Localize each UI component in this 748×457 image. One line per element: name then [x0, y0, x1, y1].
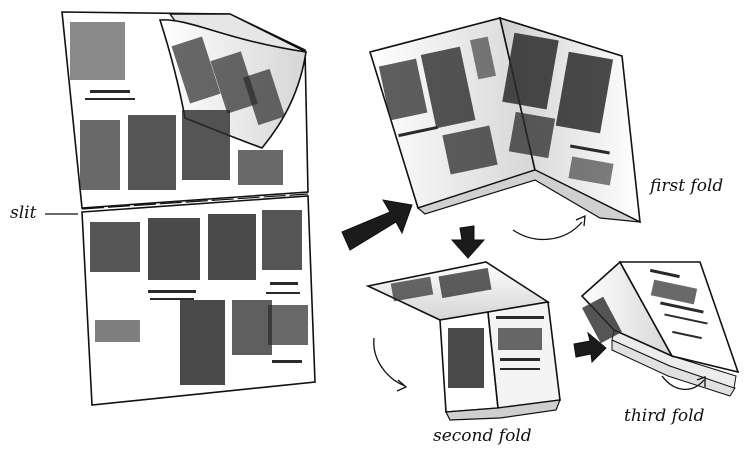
label-second-fold: second fold: [433, 426, 532, 446]
flat-sheet: [61, 11, 316, 406]
label-first-fold: first fold: [650, 176, 724, 196]
first-fold-bottom-edge: [416, 169, 641, 223]
first-fold-sheet: [368, 16, 641, 224]
second-fold-curved-arrow: [373, 337, 408, 392]
first-fold-curved-arrow: [512, 214, 586, 241]
slit-line: [81, 193, 309, 210]
third-fold-booklet: [580, 260, 740, 397]
label-third-fold: third fold: [624, 406, 705, 426]
arrow-to-first-fold: [341, 199, 413, 251]
second-fold-sheet: [365, 261, 561, 421]
label-slit: slit: [10, 203, 37, 223]
arrow-to-third-fold: [573, 331, 607, 364]
second-fold-bottom-edge: [445, 399, 561, 421]
text-blocks-upper: [70, 22, 286, 190]
third-fold-curved-arrow: [661, 375, 706, 390]
text-blocks-lower: [90, 210, 308, 385]
arrow-to-second-fold: [450, 225, 486, 259]
